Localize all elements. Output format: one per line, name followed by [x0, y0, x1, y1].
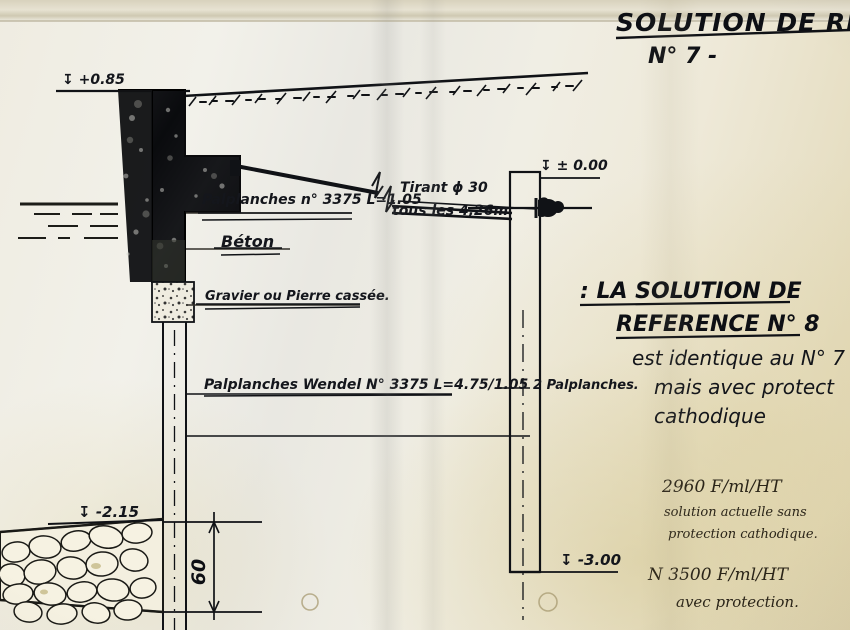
cost-note-line-5: avec protection.: [676, 593, 799, 611]
tie-rod: [230, 160, 513, 221]
level-arrow-icon: ↧: [540, 158, 552, 174]
annotation-two-sheet-piles: 2 Palplanches.: [533, 378, 639, 393]
annotation-underlines: [201, 200, 537, 397]
note-line-2: REFERENCE N° 8: [616, 312, 820, 337]
cost-note-line-3: protection cathodique.: [668, 527, 818, 542]
note-line-3: est identique au N° 7: [632, 346, 845, 370]
annotation-sheet-pile-upper: Palplanches n° 3375 L=1.05: [202, 192, 422, 208]
gravel-layer: [151, 281, 195, 323]
annotation-concrete: Béton: [221, 232, 275, 251]
paper-marks: [301, 592, 558, 612]
level-arrow-icon: ↧: [62, 72, 74, 88]
annotation-leaders: [196, 212, 360, 305]
sheet-pile-wall-right: [468, 170, 618, 620]
note-line-1: : LA SOLUTION DE: [580, 279, 802, 304]
level-bottom-label: -3.00: [577, 551, 622, 569]
note-underlines: [579, 300, 801, 340]
cost-note-line-4: N 3500 F/ml/HT: [648, 565, 788, 585]
title-line-2: N° 7 -: [648, 44, 718, 69]
ground-surface-line: [182, 71, 589, 107]
annotation-tie-rod-line-1: Tirant ϕ 30: [400, 180, 488, 196]
title-line-1: SOLUTION DE REFERENCE: [616, 8, 850, 37]
dimension-60: [163, 512, 262, 620]
level-riprap-label: -2.15: [95, 503, 140, 521]
note-line-4: mais avec protect: [654, 375, 834, 399]
title-underline: [615, 28, 850, 40]
note-line-5: cathodique: [654, 404, 766, 428]
dimension-60-label: 60: [188, 559, 210, 585]
paper-top-edge: [0, 0, 850, 22]
level-zero-label: ± 0.00: [556, 158, 608, 174]
cost-note-line-1: 2960 F/ml/HT: [662, 477, 782, 497]
sheet-pile-wall-left: [162, 322, 187, 630]
level-riprap: ↧ -2.15: [78, 503, 139, 521]
level-top-quay: ↧ +0.85: [62, 72, 125, 88]
riprap-stone-fill: [0, 517, 164, 625]
annotation-tie-rod-line-2: tous les 4,26m: [392, 203, 509, 219]
datum-line-riprap: [47, 519, 164, 525]
water-level-marks: [18, 202, 118, 239]
annotation-gravel: Gravier ou Pierre cassée.: [205, 289, 390, 304]
concrete-block: [118, 89, 241, 283]
annotation-sheet-pile-wendel: Palplanches Wendel N° 3375 L=4.75/1.05: [204, 377, 529, 393]
level-zero: ↧ ± 0.00: [540, 158, 608, 174]
level-top-quay-label: +0.85: [78, 72, 125, 88]
level-arrow-icon: ↧: [560, 551, 573, 569]
level-bottom: ↧ -3.00: [560, 551, 621, 569]
level-arrow-icon: ↧: [78, 503, 91, 521]
cost-note-line-2: solution actuelle sans: [664, 505, 807, 520]
